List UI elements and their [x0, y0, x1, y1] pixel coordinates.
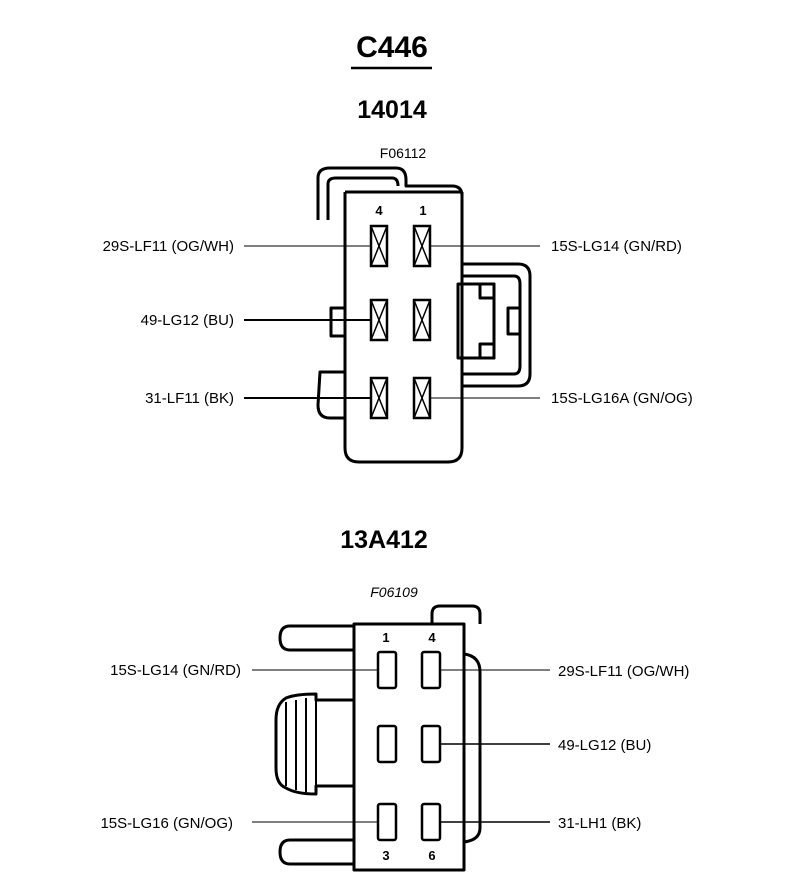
- upper-pin-cavities: [369, 224, 432, 420]
- lower-part-number: 13A412: [340, 526, 428, 554]
- lower-pin-6-label: 6: [428, 848, 435, 863]
- upper-wire-label-49-lg12: 49-LG12 (BU): [141, 312, 234, 329]
- lower-cavity-3: [376, 802, 398, 842]
- lower-cavity-2: [376, 724, 398, 764]
- lower-figure-code: F06109: [370, 584, 418, 600]
- lower-leader-lines: [252, 669, 550, 823]
- lower-pin-cavities: [376, 650, 442, 842]
- upper-wire-label-31-lf11: 31-LF11 (BK): [145, 390, 234, 407]
- upper-leader-lines: [244, 245, 540, 399]
- upper-wire-label-15s-lg14: 15S-LG14 (GN/RD): [551, 238, 682, 255]
- upper-cavity-5: [369, 298, 389, 342]
- upper-figure-code: F06112: [380, 145, 427, 161]
- upper-wire-label-29s-lf11: 29S-LF11 (OG/WH): [103, 238, 234, 255]
- connector-title: C446: [356, 31, 428, 64]
- upper-connector-body: [316, 166, 532, 464]
- upper-pin-1-label: 1: [419, 203, 426, 218]
- lower-wire-label-15s-lg16: 15S-LG16 (GN/OG): [100, 815, 233, 832]
- lower-connector-body: [274, 604, 482, 872]
- lower-cavity-6: [420, 802, 442, 842]
- lower-cavity-5: [420, 724, 442, 764]
- upper-cavity-1: [412, 224, 432, 268]
- lower-wire-label-29s-lf11: 29S-LF11 (OG/WH): [558, 663, 689, 680]
- lower-cavity-4: [420, 650, 442, 690]
- upper-cavity-3: [412, 376, 432, 420]
- lower-pin-4-label: 4: [428, 630, 436, 645]
- upper-pin-4-label: 4: [375, 203, 383, 218]
- upper-cavity-6: [369, 376, 389, 420]
- upper-cavity-2: [412, 298, 432, 342]
- lower-wire-label-15s-lg14: 15S-LG14 (GN/RD): [110, 662, 241, 679]
- lower-wire-label-31-lh1: 31-LH1 (BK): [558, 815, 641, 832]
- lower-pin-1-label: 1: [382, 630, 389, 645]
- upper-cavity-4: [369, 224, 389, 268]
- lower-pin-3-label: 3: [382, 848, 389, 863]
- lower-wire-label-49-lg12: 49-LG12 (BU): [558, 737, 651, 754]
- lower-cavity-1: [376, 650, 398, 690]
- upper-part-number: 14014: [357, 96, 427, 124]
- upper-wire-label-15s-lg16a: 15S-LG16A (GN/OG): [551, 390, 693, 407]
